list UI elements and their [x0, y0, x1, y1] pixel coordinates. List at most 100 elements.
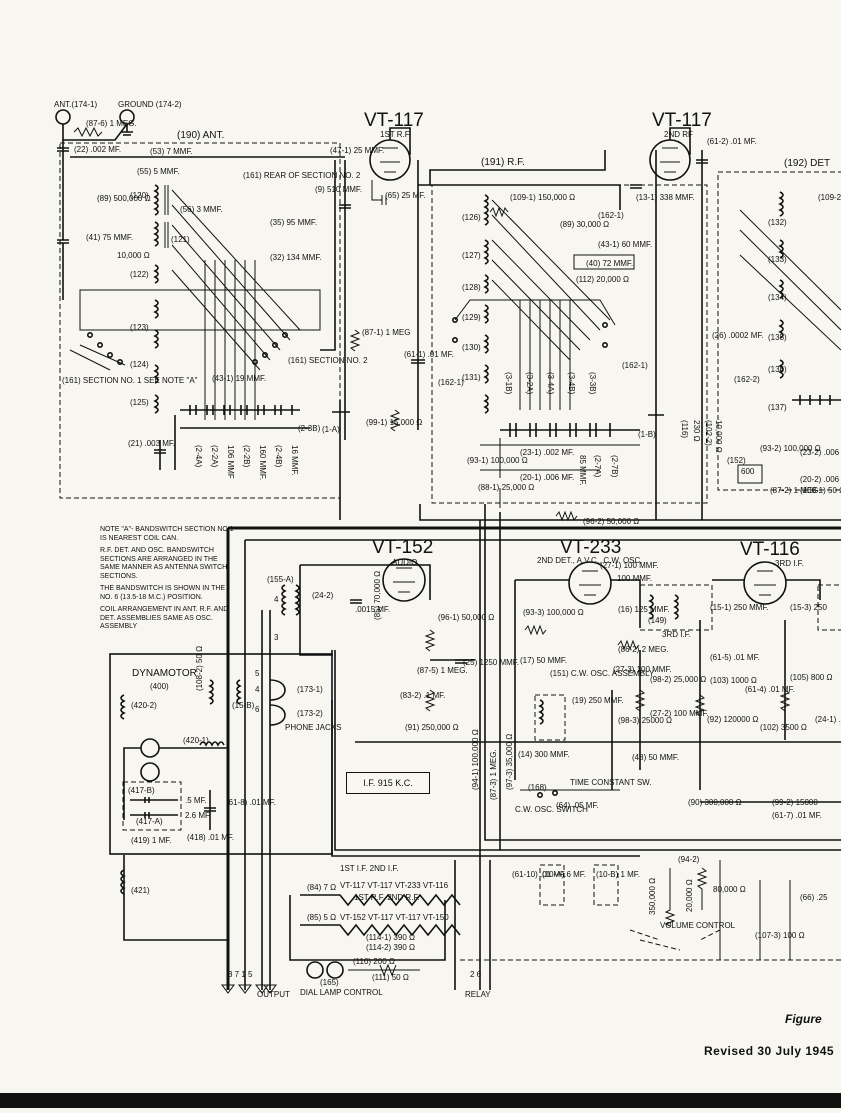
r98-2-label: (98-2) 25,000 Ω	[650, 675, 706, 684]
ant-coil-stack: (120) (121) (122) (123) (124) (125)	[130, 184, 190, 414]
vt116-3rd-if-stage: VT-116 3RD I.F. (15-1) 250 MMF. (15-3) 2…	[688, 539, 841, 820]
svg-text:(1-A): (1-A)	[322, 425, 340, 434]
svg-text:(3-1B): (3-1B)	[504, 372, 513, 395]
c24-1-label: (24-1) .0015 M	[815, 715, 841, 724]
det-section: (192) DET (132) (133) (134) (135) (136) …	[712, 158, 841, 495]
section2-label: (161) SECTION NO. 2	[288, 356, 368, 365]
r96-2-label: (96-2) 50,000 Ω	[583, 517, 639, 526]
revised-date: Revised 30 July 1945	[704, 1044, 835, 1058]
svg-text:(87-2) 1 MEG.: (87-2) 1 MEG.	[770, 486, 821, 495]
svg-text:(3-2A): (3-2A)	[525, 372, 534, 395]
osc-label: (151) C.W. OSC. ASSEMBLY	[550, 669, 655, 678]
r99-2-label: (99-2) 15000	[772, 798, 818, 807]
rf-section-title: (191) R.F.	[481, 157, 525, 168]
output-term-nums: 3 7 1 5	[228, 970, 253, 979]
svg-text:(120): (120)	[130, 191, 149, 200]
note-a: NOTE "A"- BANDSWITCH SECTION NO.1 IS NEA…	[100, 526, 234, 542]
svg-text:10,000 Ω: 10,000 Ω	[714, 420, 723, 453]
svg-text:(134): (134)	[768, 293, 787, 302]
r10k-label: 10,000 Ω	[117, 251, 150, 260]
r80k-label: 80,000 Ω	[713, 885, 746, 894]
r87-3-label: (87-3) 1 MEG.	[489, 749, 498, 800]
svg-text:(2-2B): (2-2B)	[242, 445, 251, 468]
svg-text:(3-4B): (3-4B)	[567, 372, 576, 395]
c0015-label: .0015 MF.	[355, 605, 390, 614]
svg-text:(136): (136)	[768, 365, 787, 374]
svg-text:(2-7A): (2-7A)	[593, 455, 602, 478]
r84-label: (84) 7 Ω	[307, 883, 336, 892]
c64-label: (64) .05 MF.	[556, 801, 599, 810]
c61-7-label: (61-7) .01 MF.	[772, 811, 822, 820]
c43b-label: (43-1) 60 MMF.	[598, 240, 652, 249]
c420-2-label: (420-2)	[131, 701, 157, 710]
cwsw-label: C.W. OSC. SWITCH	[515, 805, 588, 814]
c14-label: (14) 300 MMF.	[518, 750, 570, 759]
scan-edge-bar	[0, 1093, 841, 1108]
r108-label: (108-1) 50 Ω	[800, 486, 841, 495]
c55-label: (55) 5 MMF.	[137, 167, 180, 176]
c66-label: (66) .25	[800, 893, 828, 902]
tube4-name: VT-233	[560, 537, 621, 558]
c40-label: (40) 72 MMF.	[586, 259, 633, 268]
c417-b-label: (417-B)	[128, 786, 155, 795]
c26-label: (26) .0002 MF.	[712, 331, 764, 340]
c19-label: (19) 250 MMF.	[572, 696, 624, 705]
c15-3-label: (15-3) 250	[790, 603, 827, 612]
r86-2-label: (86-2) 2 MEG.	[618, 645, 669, 654]
c27-2-label: (27-2) 100 MMF.	[650, 709, 709, 718]
volume-control-block: (61-10) .01 MF. (10-A) 6 MF. (10-B) 1 MF…	[512, 855, 828, 960]
rf-bandswitch-wiring	[451, 199, 616, 410]
c26mf-label: 2.6 MF.	[185, 811, 211, 820]
svg-text:(15-B): (15-B)	[232, 701, 255, 710]
c22-label: (22) .002 MF.	[74, 145, 121, 154]
l421-label: (421)	[131, 886, 150, 895]
c418-label: (418) .01 MF.	[187, 833, 234, 842]
figure-caption: Figure	[785, 1012, 822, 1026]
r94-1-label: (94-1) 100,000 Ω	[471, 729, 480, 790]
svg-text:(133): (133)	[768, 255, 787, 264]
svg-text:(2-4B): (2-4B)	[274, 445, 283, 468]
r87-5-label: (87-5) 1 MEG.	[417, 666, 468, 675]
r94-2-label: (94-2)	[678, 855, 700, 864]
svg-text:(116): (116)	[680, 420, 689, 438]
dynamotor-armature-a	[140, 738, 160, 758]
svg-text:(129): (129)	[462, 313, 481, 322]
svg-text:(2-7B): (2-7B)	[610, 455, 619, 478]
r93-2-label: (93-2) 100,000 Ω	[760, 444, 821, 453]
c10-b-label: (10-B) 1 MF.	[596, 870, 640, 879]
r96-1-label: (96-1) 50,000 Ω	[438, 613, 494, 622]
r88-1-label: (88-1) 25,000 Ω	[478, 483, 534, 492]
c5mf-label: .5 MF.	[185, 796, 207, 805]
note-d: COIL ARRANGEMENT IN ANT. R.F. AND DET. A…	[100, 606, 229, 630]
c419-label: (419) 1 MF.	[131, 836, 171, 845]
tube2-role: 2ND RF	[664, 130, 693, 139]
svg-text:(1-B): (1-B)	[638, 430, 656, 439]
output-label: OUTPUT	[257, 990, 290, 999]
svg-text:(128): (128)	[462, 283, 481, 292]
svg-text:(125): (125)	[130, 398, 149, 407]
note-b: R.F. DET. AND OSC. BANDSWITCH SECTIONS A…	[100, 547, 228, 580]
svg-text:4: 4	[255, 685, 260, 694]
svg-text:(126): (126)	[462, 213, 481, 222]
c20-1-label: (20-1) .006 MF.	[520, 473, 574, 482]
if3-label: 3RD I.F.	[662, 630, 691, 639]
svg-text:230 Ω: 230 Ω	[692, 420, 701, 442]
lamp-label: (165)	[320, 978, 339, 987]
r99-1-label: (99-1) 15,000 Ω	[366, 418, 422, 427]
section1-label: (161) SECTION NO. 1 SEE NOTE "A"	[62, 376, 198, 385]
ant-assembly-box	[59, 142, 341, 499]
tube1-role: 1ST R.F.	[380, 130, 411, 139]
c13-1-label: (13-1) 338 MMF.	[636, 193, 695, 202]
r114-2-label: (114-2) 390 Ω	[366, 943, 415, 952]
r93-1-label: (93-1) 100,000 Ω	[467, 456, 528, 465]
svg-text:(124): (124)	[130, 360, 149, 369]
svg-text:5: 5	[255, 669, 260, 678]
r109-1-label: (109-1) 150,000 Ω	[510, 193, 575, 202]
phone-jacks-label: PHONE JACKS	[285, 723, 341, 732]
r108-2-label: (108-2) 50 Ω	[195, 646, 204, 691]
c61-5-label: (61-5) .01 MF.	[710, 653, 760, 662]
c48-label: (48) 50 MMF.	[632, 753, 679, 762]
dynamotor-block: DYNAMOTOR (400) (420-2) (420-1) (417-B) …	[109, 646, 341, 941]
c35-label: (35) 95 MMF.	[270, 218, 317, 227]
